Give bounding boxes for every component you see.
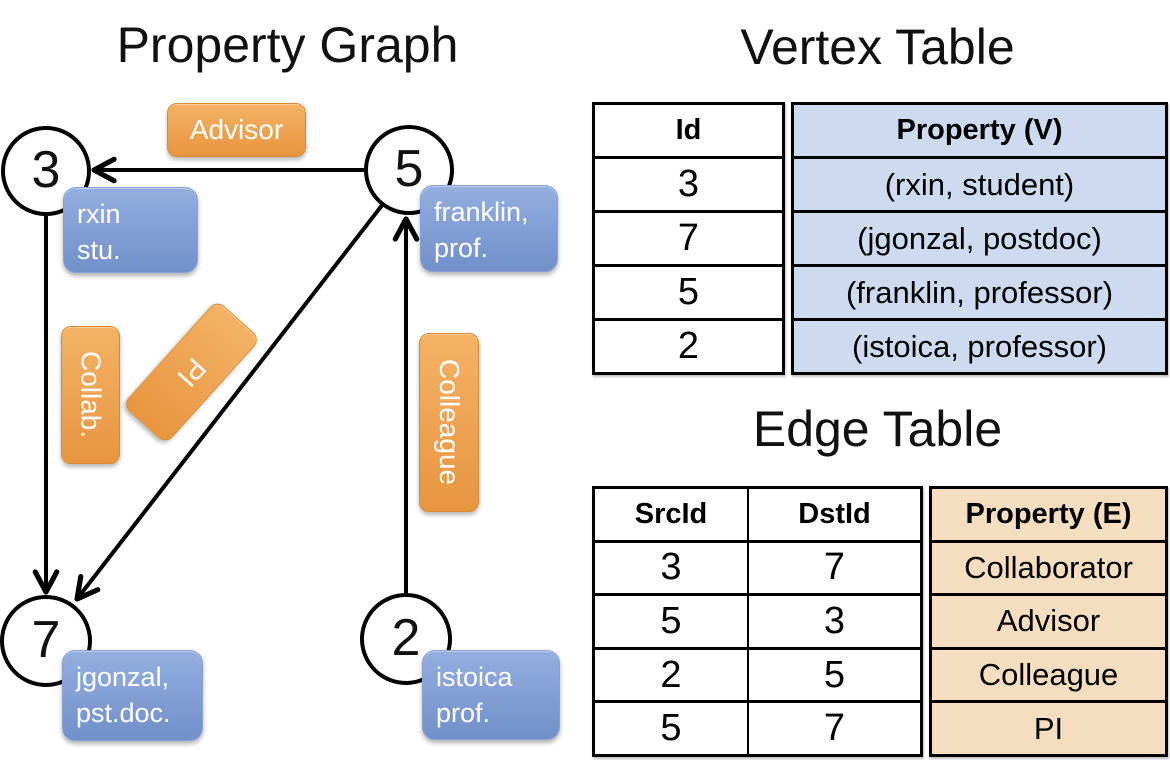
vertex-table-cell-property: (franklin, professor)	[794, 264, 1165, 318]
edge-label-collab-text: Collab.	[75, 351, 107, 439]
edge-table-header-property: Property (E)	[965, 497, 1132, 530]
edge-label-advisor-text: Advisor	[189, 114, 284, 145]
vertex-id-5: 5	[394, 139, 424, 198]
edge-table-row: 5 3	[595, 593, 920, 647]
vertex-card-jgonzal: jgonzal, pst.doc.	[62, 650, 203, 741]
edge-table-cell-srcid: 5	[660, 599, 682, 642]
edge-line-pi-5-to-7	[74, 202, 385, 602]
vertex-card-franklin-line1: franklin,	[434, 197, 529, 227]
vertex-table-title: Vertex Table	[740, 19, 1015, 75]
vertex-id-7: 7	[31, 610, 61, 669]
vertex-id-3: 3	[31, 140, 61, 199]
edge-table-title: Edge Table	[752, 401, 1003, 457]
edge-table-header-dstid: DstId	[747, 489, 920, 540]
edge-label-colleague-text: Colleague	[434, 359, 465, 486]
edge-table-cell-property: Colleague	[932, 646, 1165, 701]
vertex-table-property-column: Property (V) (rxin, student) (jgonzal, p…	[791, 102, 1168, 375]
vertex-table-header-id: Id	[675, 114, 702, 146]
edge-table-row: 5 7	[595, 700, 920, 754]
vertex-card-franklin-line2: prof.	[434, 232, 489, 263]
vertex-card-istoica-line1: istoica	[436, 662, 513, 692]
edge-table-property-column: Property (E) Collaborator Advisor Collea…	[929, 486, 1168, 757]
edge-table-cell-dstid: 7	[747, 542, 920, 594]
vertex-table-cell-id: 7	[595, 210, 782, 264]
edge-table-cell-srcid: 3	[660, 546, 682, 589]
vertex-card-franklin: franklin, prof.	[420, 185, 558, 272]
vertex-table-cell-property: (istoica, professor)	[794, 318, 1165, 372]
edge-table-cell-property: Advisor	[932, 593, 1165, 647]
edge-table-cell-property: PI	[932, 700, 1165, 754]
edge-table-cell-srcid: 5	[660, 707, 682, 750]
vertex-table-cell-property: (rxin, student)	[794, 156, 1165, 210]
vertex-table-cell-id: 3	[595, 156, 782, 210]
property-graph-title: Property Graph	[116, 17, 459, 73]
edge-label-collab: Collab.	[61, 326, 120, 464]
edge-table-cell-dstid: 7	[747, 703, 920, 754]
edge-table-header-srcid: SrcId	[634, 497, 708, 530]
edge-label-colleague: Colleague	[419, 333, 479, 512]
edge-table-cell-dstid: 3	[747, 596, 920, 647]
edge-table-row: 2 5	[595, 646, 920, 701]
vertex-table-id-column: Id 3 7 5 2	[592, 102, 785, 375]
edge-table-cell-property: Collaborator	[932, 539, 1165, 594]
vertex-card-rxin-line1: rxin	[77, 199, 121, 229]
vertex-table-cell-property: (jgonzal, postdoc)	[794, 210, 1165, 264]
edge-table-header-row: SrcId DstId	[595, 489, 920, 540]
vertex-table-cell-id: 2	[595, 318, 782, 372]
edge-label-advisor: Advisor	[167, 103, 306, 157]
vertex-card-rxin: rxin stu.	[63, 187, 198, 273]
edge-table-cell-srcid: 2	[660, 653, 682, 696]
vertex-id-2: 2	[391, 608, 421, 667]
edge-table-cell-dstid: 5	[747, 649, 920, 701]
vertex-table-header-property: Property (V)	[896, 114, 1063, 146]
edge-label-pi-text: PI	[171, 352, 213, 393]
vertex-card-rxin-line2: stu.	[77, 234, 121, 265]
vertex-card-jgonzal-line2: pst.doc.	[76, 697, 171, 728]
vertex-card-istoica: istoica prof.	[422, 650, 560, 740]
edge-table-id-columns: SrcId DstId 3 7 5 3 2 5 5 7	[592, 486, 923, 757]
vertex-card-istoica-line2: prof.	[436, 697, 491, 728]
vertex-card-jgonzal-line1: jgonzal,	[76, 662, 170, 692]
edge-table-row: 3 7	[595, 539, 920, 594]
vertex-table-cell-id: 5	[595, 264, 782, 318]
